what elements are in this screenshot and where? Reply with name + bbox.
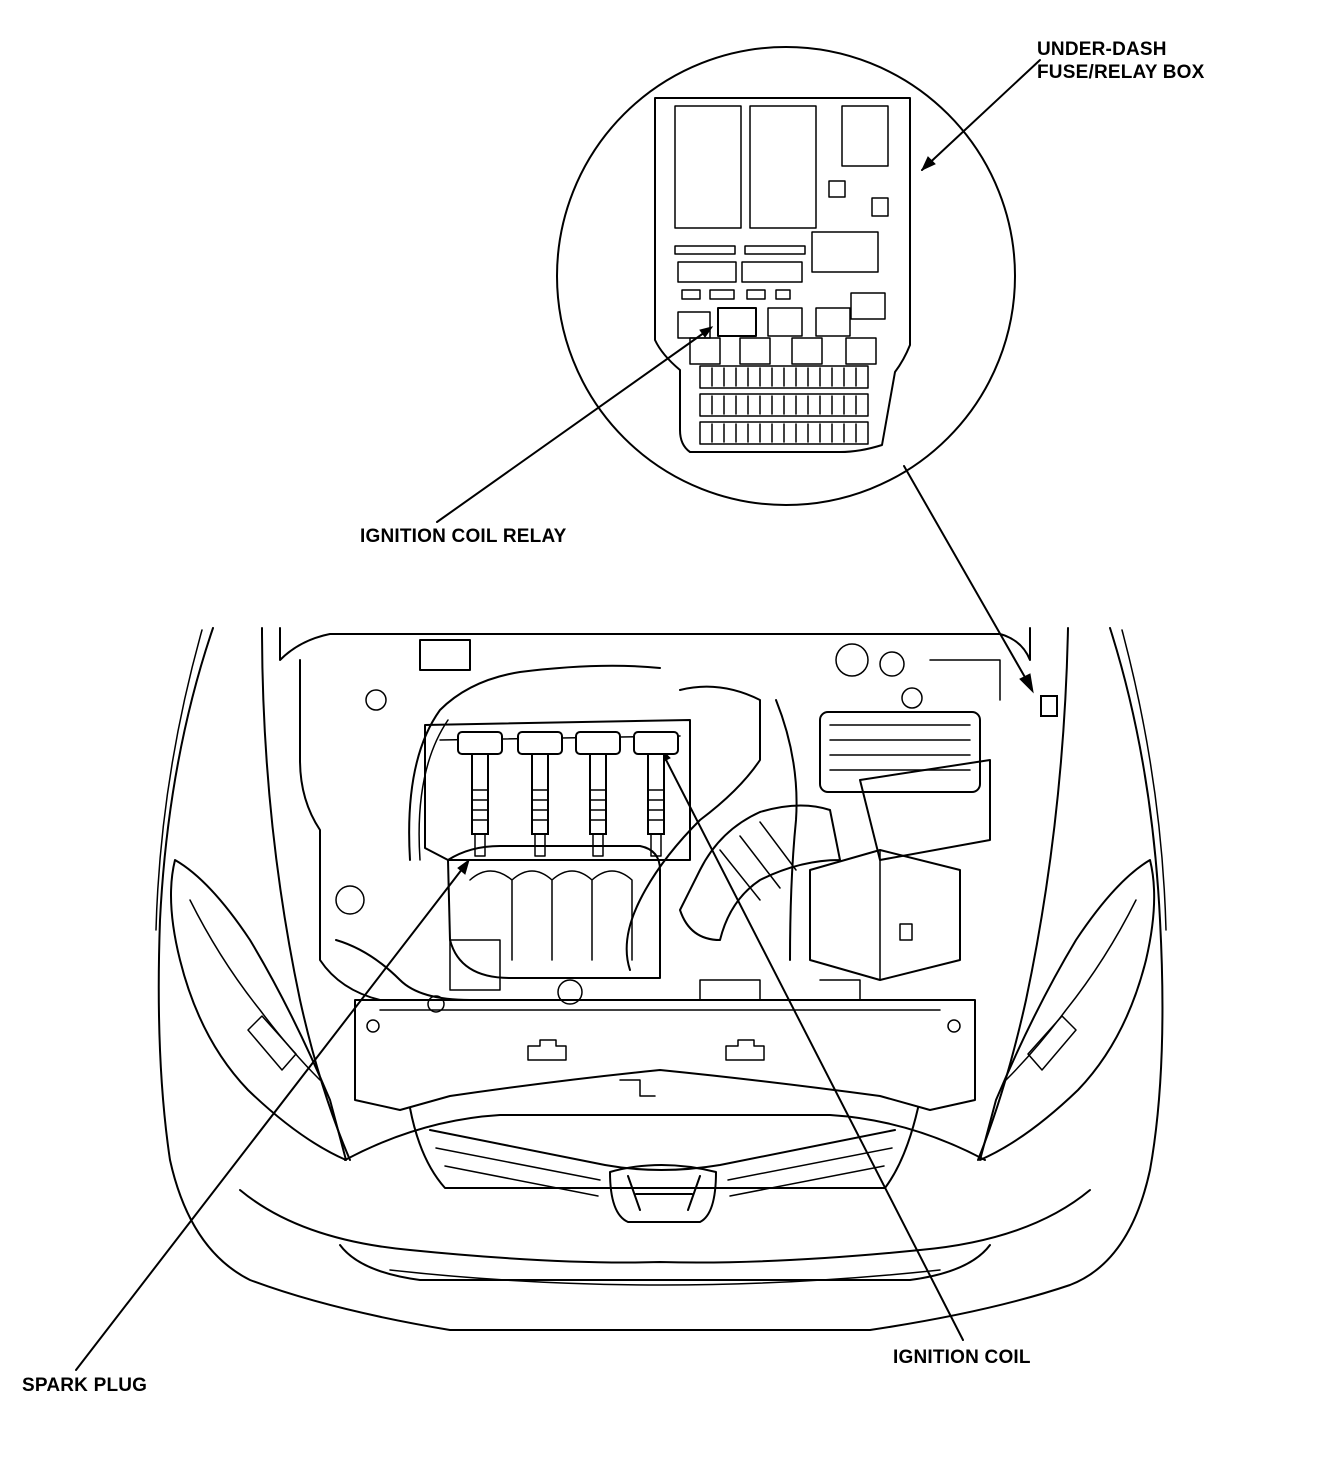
- label-ignition-coil-relay: IGNITION COIL RELAY: [360, 526, 567, 547]
- leader-lines: [75, 59, 1058, 1371]
- fuse-box-detail-view: [556, 46, 1016, 506]
- spark-plugs: [474, 833, 662, 857]
- car-front-view: [155, 627, 1167, 1331]
- label-under-dash-fuse-relay-box: UNDER-DASH FUSE/RELAY BOX: [1037, 38, 1205, 84]
- honda-h-emblem-icon: [609, 1164, 717, 1223]
- engine-assembly: [299, 639, 1001, 1013]
- label-fuse-box-line1: UNDER-DASH: [1037, 39, 1167, 60]
- fuse-relay-box: [654, 97, 911, 453]
- ignition-coils: [457, 731, 679, 835]
- label-ignition-coil: IGNITION COIL: [893, 1347, 1031, 1368]
- label-fuse-box-line2: FUSE/RELAY BOX: [1037, 62, 1205, 83]
- label-spark-plug: SPARK PLUG: [22, 1375, 148, 1396]
